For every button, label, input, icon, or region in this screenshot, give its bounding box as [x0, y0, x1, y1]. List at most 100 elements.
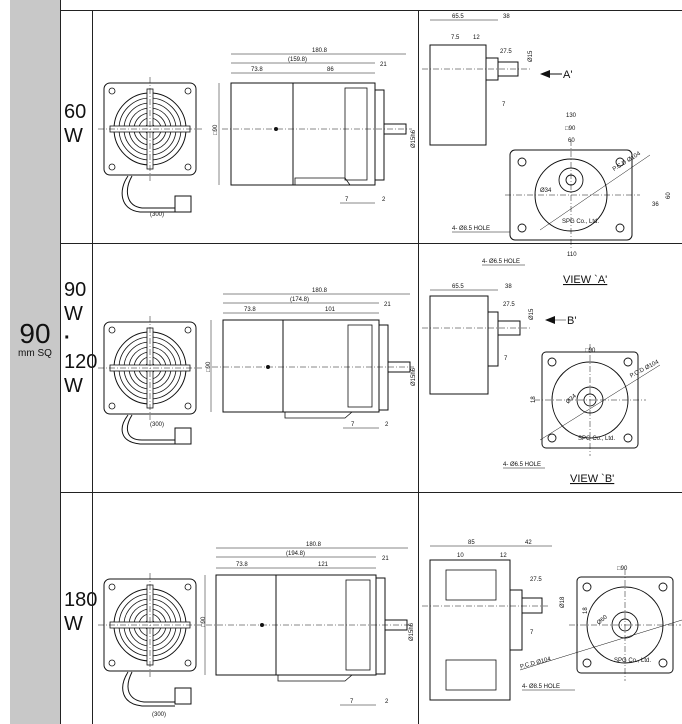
dim-d3: 7.5 [451, 35, 460, 41]
hole-note-1: 4- Ø8.5 HOLE [452, 226, 490, 232]
flange-view-c [568, 568, 682, 682]
dim-shaft: Ø15h6 [411, 129, 417, 148]
dim-c: 21 [382, 556, 389, 562]
side-view-a: 65.5 38 7.5 12 27.5 Ø15 7 A' [422, 14, 672, 286]
dim-pcd-c: P.C.D Ø104 [520, 656, 553, 670]
dim-flange-square: □90 [617, 566, 628, 572]
dim-bottom-2: 2 [385, 422, 389, 428]
fan-cover-front-view [97, 76, 203, 182]
frame-size-label: 90 mm SQ [10, 320, 60, 360]
dim-body: (194.8) [286, 551, 305, 557]
watt-unit-2: W [64, 375, 83, 397]
watt-value: 180 [64, 589, 98, 611]
top-border [60, 10, 682, 11]
watt-value-2: 120 [64, 351, 98, 373]
dim-side-a: 36 [652, 202, 659, 208]
row-divider-2 [60, 492, 682, 493]
dim-d1: 65.5 [452, 284, 464, 290]
row-divider-1 [60, 243, 682, 244]
view-title-a: VIEW `A' [563, 274, 607, 286]
dim-d2: 38 [505, 284, 512, 290]
dim-d6: Ø15 [529, 308, 535, 320]
fan-cover-front-view [97, 315, 203, 421]
watt-value: 90 [64, 279, 87, 301]
dim-d2: 38 [503, 14, 510, 20]
frame-size-column [10, 0, 61, 724]
dim-overall: 180.8 [312, 48, 328, 54]
dim-height: □90 [201, 616, 207, 627]
cable-length: (300) [150, 422, 164, 428]
dim-d5: 27.5 [500, 49, 512, 55]
dim-bottom-1: 7 [350, 699, 354, 705]
dim-a: 73.8 [251, 67, 263, 73]
dim-b: 86 [327, 67, 334, 73]
frame-size-number: 90 [19, 318, 51, 349]
dim-d7: 7 [502, 102, 506, 108]
dim-d1: 85 [468, 540, 475, 546]
dim-overall: 180.8 [312, 288, 328, 294]
dim-height: □90 [213, 124, 219, 135]
watt-label-90-120: 90 W · 120 W [64, 278, 97, 398]
brand-mark-c: SPG Co., Ltd. [614, 658, 651, 664]
dim-c: 21 [380, 62, 387, 68]
dim-d5: 27.5 [530, 577, 542, 583]
dim-d4: 12 [500, 553, 507, 559]
dim-d1: 65.5 [452, 14, 464, 20]
dim-d3: 10 [457, 553, 464, 559]
dim-flange-inner: 60 [568, 138, 575, 144]
watt-label-60: 60 W [64, 100, 86, 148]
brand-mark-b: SPG Co., Ltd. [578, 436, 615, 442]
dim-d2: 42 [525, 540, 532, 546]
side-view-c: 85 42 10 12 27.5 Ø18 7 □90 P.C.D Ø104 Ø6… [422, 540, 682, 701]
dim-side-c: 18 [583, 607, 589, 614]
dim-a: 73.8 [236, 562, 248, 568]
frame-size-unit: mm SQ [18, 348, 52, 359]
dim-side-b: 60 [666, 192, 672, 199]
watt-unit: W [64, 303, 83, 325]
dim-b: 101 [325, 307, 336, 313]
dim-c: 21 [384, 302, 391, 308]
connector [174, 427, 192, 445]
row-2-drawings: (300) 180.8 (174.8) 73.8 101 21 □90 [97, 288, 417, 445]
hole-note-b: 4- Ø6.5 HOLE [503, 462, 541, 468]
dim-center-a: Ø34 [540, 188, 552, 194]
view-title-b: VIEW `B' [570, 473, 614, 485]
dim-flange-square: □90 [585, 348, 596, 354]
motor-side-view [212, 319, 414, 419]
side-view-b: 65.5 38 27.5 Ø15 7 B' □90 P.C.D Ø104 Ø34… [422, 284, 661, 485]
dim-pcd-b: P.C.D Ø104 [629, 359, 660, 379]
dim-d5: 27.5 [503, 302, 515, 308]
watt-unit: W [64, 125, 83, 147]
dim-d6: Ø15 [528, 50, 534, 62]
dim-b: 121 [318, 562, 329, 568]
connector [174, 687, 192, 705]
dim-a: 73.8 [244, 307, 256, 313]
row-3-drawings: (300) 180.8 (194.8) 73.8 121 21 □90 [97, 542, 415, 718]
dim-d7: 7 [530, 630, 534, 636]
dim-side-b: 18 [531, 396, 537, 403]
dim-body: (159.8) [288, 57, 307, 63]
cable-length: (300) [150, 212, 164, 218]
dim-shaft: Ø15h6 [411, 367, 417, 386]
dim-bottom-1: 7 [351, 422, 355, 428]
dim-height: □90 [206, 361, 212, 372]
brand-mark-a: SPG Co., Ltd. [562, 219, 599, 225]
watt-column-divider [92, 10, 93, 724]
dim-body: (174.8) [290, 297, 309, 303]
sideview-column-divider [418, 10, 419, 724]
dim-bottom-2: 2 [385, 699, 389, 705]
cable-length: (300) [152, 712, 166, 718]
row-1-drawings: (300) 180.8 (159.8) 73.8 86 21 □90 Ø [97, 48, 417, 218]
view-marker-b: B' [567, 315, 576, 327]
flange-view-a [505, 140, 651, 250]
dim-bottom-1: 7 [345, 197, 349, 203]
dim-overall: 180.8 [306, 542, 322, 548]
hole-note-c: 4- Ø8.5 HOLE [522, 684, 560, 690]
fan-cover-front-view [97, 572, 203, 678]
dim-d6: Ø18 [560, 596, 566, 608]
dim-shaft: Ø15h6 [409, 622, 415, 641]
connector [174, 195, 192, 213]
dim-d7: 7 [504, 356, 508, 362]
